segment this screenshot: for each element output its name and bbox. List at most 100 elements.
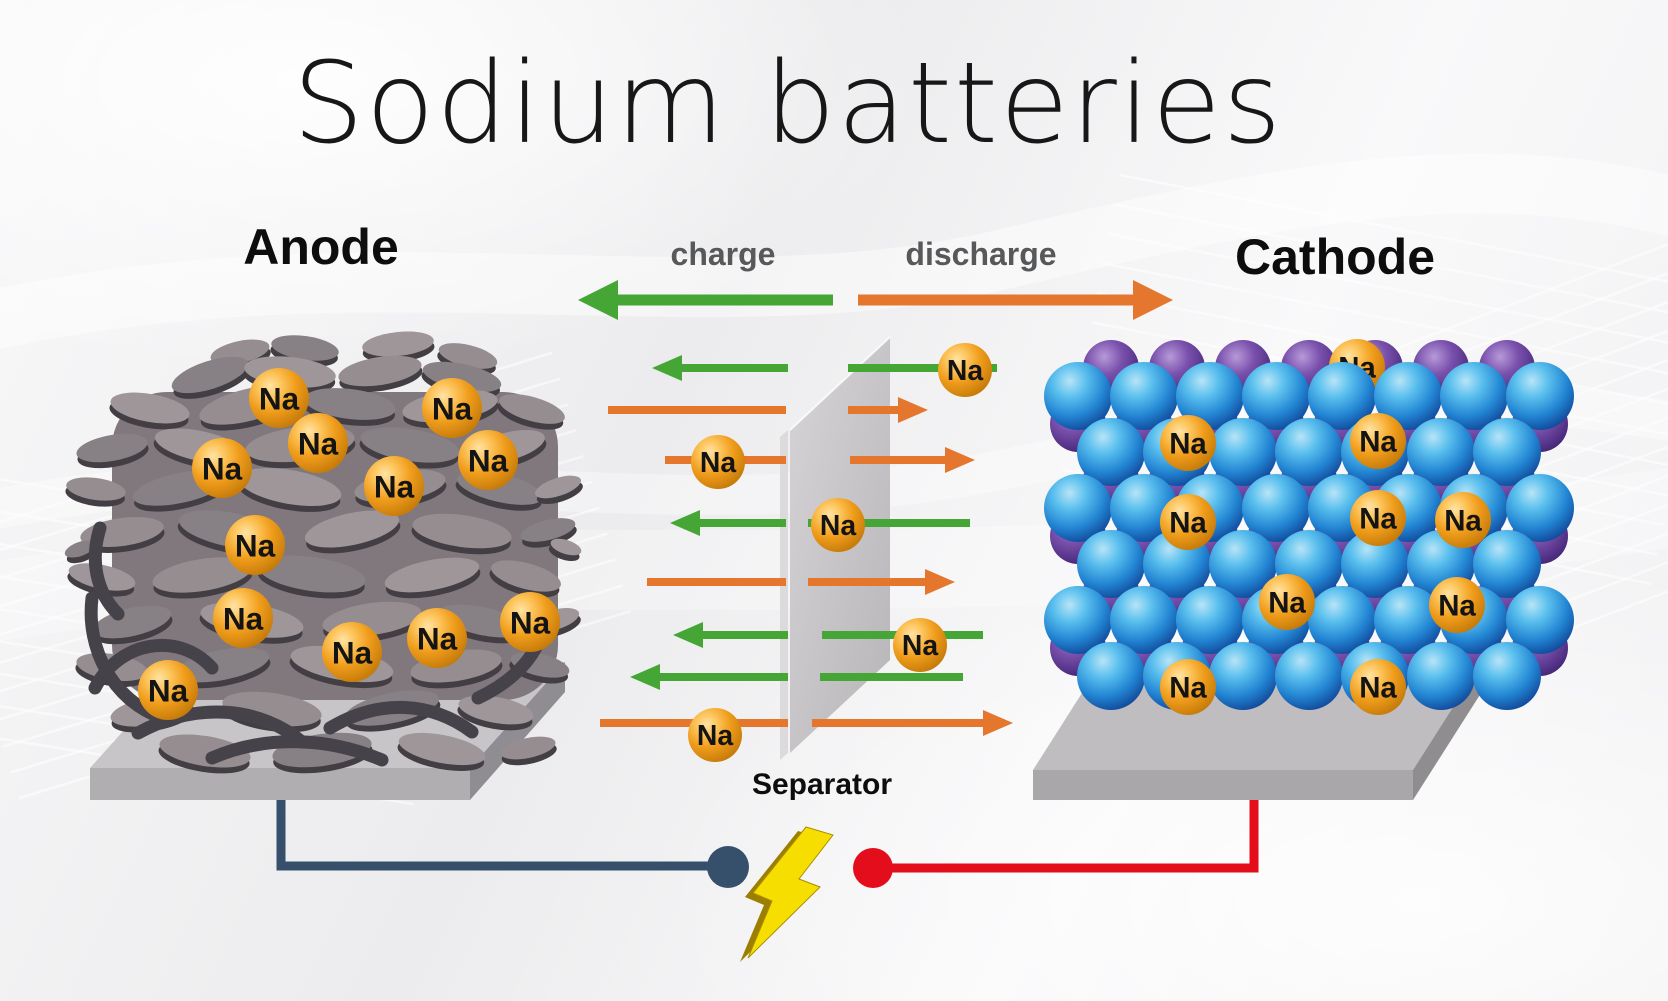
rock-flake-top (499, 394, 565, 424)
na-ion-sphere (458, 430, 518, 490)
rock-flake (76, 433, 149, 469)
blue-sphere (1506, 362, 1574, 430)
blue-sphere (1209, 642, 1277, 710)
na-ion-sphere (1350, 490, 1406, 546)
na-ion-sphere (192, 438, 252, 498)
na-ion: Na (138, 660, 198, 720)
rock-flake-top (271, 335, 339, 361)
na-ion: Na (249, 368, 309, 428)
na-ion-symbol: Na (374, 468, 415, 504)
blue-sphere (1473, 418, 1541, 486)
background-net-line (1114, 203, 1668, 321)
rock-flake-top (491, 560, 561, 592)
rock-flake (384, 557, 481, 599)
rock-flake (397, 732, 486, 771)
na-ion-symbol: Na (332, 634, 373, 670)
anode-label: Anode (243, 219, 399, 275)
rock-flake (362, 331, 435, 363)
rock-flake (548, 538, 582, 561)
rock-flake (237, 467, 342, 512)
rock-flake (338, 355, 423, 393)
rock-flake (411, 513, 512, 555)
na-ion: Na (458, 430, 518, 490)
na-ion-symbol: Na (202, 450, 243, 486)
negative-terminal-dot (707, 846, 749, 888)
external-circuit (276, 800, 1259, 962)
rock-flake (257, 555, 366, 599)
blue-sphere (1308, 586, 1376, 654)
na-ion-symbol: Na (223, 600, 264, 636)
blue-sphere (1110, 362, 1178, 430)
na-ion-symbol: Na (1359, 503, 1397, 536)
na-ion-symbol: Na (902, 630, 938, 662)
rock-flake-top (338, 355, 422, 387)
na-ion-sphere (288, 413, 348, 473)
na-ion: Na (1259, 574, 1315, 630)
na-ion-symbol: Na (510, 604, 551, 640)
na-ion-symbol: Na (1359, 426, 1397, 459)
rock-ribbon (205, 735, 389, 767)
na-ion: Na (1350, 413, 1406, 469)
na-ion-symbol: Na (1169, 507, 1207, 540)
blue-sphere (1077, 530, 1145, 598)
na-ion: Na (1160, 659, 1216, 715)
na-ion: Na (1429, 577, 1485, 633)
na-ion-sphere (138, 660, 198, 720)
rock-flake (65, 477, 126, 507)
na-ion-symbol: Na (235, 527, 276, 563)
arrow-head (630, 664, 660, 690)
rock-flake-top (66, 477, 126, 501)
rock-flake (497, 394, 565, 430)
rock-flake (535, 475, 583, 505)
blue-sphere (1275, 418, 1343, 486)
arrow-head (925, 569, 955, 595)
na-ion: Na (225, 515, 285, 575)
blue-sphere (1209, 530, 1277, 598)
rock-flake-top (384, 557, 480, 593)
rock-flake-top (304, 510, 400, 548)
negative-wire (276, 800, 712, 871)
rock-flake-top (110, 392, 190, 424)
background-net-line (1102, 262, 1668, 380)
na-ion: Na (1350, 659, 1406, 715)
na-ion: Na (811, 498, 865, 552)
cathode-platform-front (1033, 770, 1413, 800)
blue-sphere (1176, 586, 1244, 654)
na-ion-sphere (213, 588, 273, 648)
rock-flake-top (152, 557, 252, 593)
arrow-head (578, 280, 618, 320)
na-ion-sphere (1435, 492, 1491, 548)
blue-sphere (1110, 586, 1178, 654)
na-ion-sphere (249, 368, 309, 428)
na-ion-sphere (500, 592, 560, 652)
na-ion-sphere (688, 708, 742, 762)
rock-flake-top (535, 475, 581, 499)
na-ion-sphere (1259, 574, 1315, 630)
separator-label: Separator (751, 768, 893, 801)
na-ion-sphere (422, 378, 482, 438)
ion-flow-arrow (608, 397, 928, 423)
rock-ribbon (323, 700, 479, 739)
na-ion-sphere (1160, 659, 1216, 715)
rock-flake-top (500, 736, 556, 760)
arrow-head (945, 447, 975, 473)
blue-sphere (1341, 530, 1409, 598)
na-ion: Na (1435, 492, 1491, 548)
rock-flake-top (258, 555, 366, 593)
rock-flake-top (398, 732, 486, 766)
charge-label: charge (670, 236, 776, 272)
na-ion-sphere (1160, 494, 1216, 550)
blue-sphere (1044, 362, 1112, 430)
na-ion-symbol: Na (259, 380, 300, 416)
blue-sphere (1473, 530, 1541, 598)
rock-flake (152, 557, 253, 599)
charge-arrow (578, 280, 833, 320)
page-title: Sodium batteries (292, 39, 1284, 169)
na-ion: Na (213, 588, 273, 648)
blue-sphere (1176, 362, 1244, 430)
blue-sphere (1044, 474, 1112, 542)
na-ion-sphere (938, 343, 992, 397)
blue-sphere (1407, 642, 1475, 710)
rock-ribbon (88, 521, 125, 621)
